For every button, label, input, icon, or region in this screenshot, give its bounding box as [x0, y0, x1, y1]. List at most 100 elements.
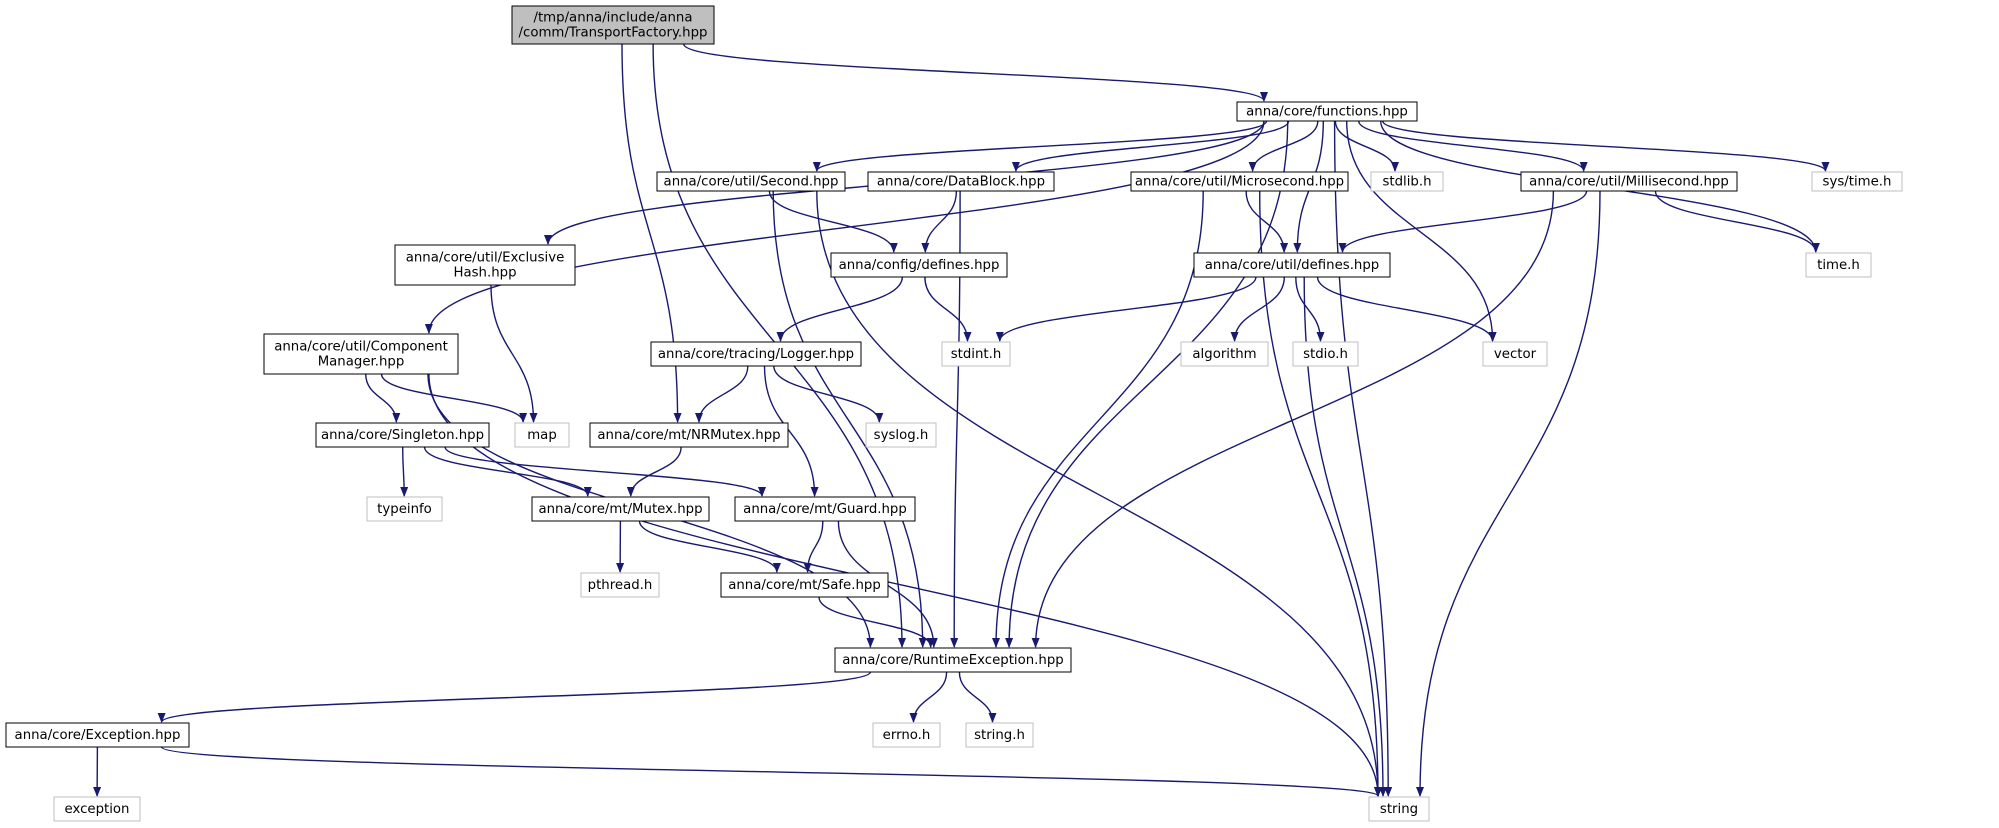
edge-logger-to-syslog: [773, 365, 884, 423]
node-safe[interactable]: anna/core/mt/Safe.hpp: [720, 572, 889, 598]
node-label: /comm/TransportFactory.hpp: [519, 26, 708, 41]
node-root[interactable]: /tmp/anna/include/anna/comm/TransportFac…: [511, 5, 715, 45]
edge-functions-to-string: [1333, 120, 1393, 797]
node-label: anna/core/mt/Guard.hpp: [743, 502, 907, 517]
node-label: stdio.h: [1303, 347, 1348, 362]
node-box: [1370, 171, 1444, 192]
edge-singleton-to-guard: [444, 446, 766, 497]
node-map: map: [514, 422, 570, 448]
node-label: syslog.h: [874, 428, 929, 443]
edges-layer: [93, 43, 1830, 797]
edge-runtimeexception-to-errno: [909, 671, 948, 723]
edge-second-to-configdefines: [768, 190, 898, 253]
node-box: [531, 496, 710, 522]
edge-utildefines-to-string: [1303, 276, 1387, 797]
edge-runtimeexception-to-exception_hpp: [157, 671, 872, 723]
node-timeh: time.h: [1805, 252, 1872, 278]
node-box: [53, 796, 141, 822]
edge-configdefines-to-logger: [776, 276, 903, 342]
node-label: vector: [1494, 347, 1537, 362]
node-box: [1193, 252, 1391, 278]
node-label: time.h: [1817, 258, 1860, 273]
edge-exclusivehash-to-map: [490, 284, 538, 423]
node-box: [1805, 252, 1872, 278]
node-label: string: [1380, 802, 1418, 817]
edge-runtimeexception-to-stringh: [958, 671, 997, 723]
node-label: sys/time.h: [1823, 175, 1892, 190]
edge-millisecond-to-runtimeexception: [1031, 190, 1555, 648]
edge-millisecond-to-timeh: [1654, 190, 1820, 253]
node-label: anna/core/util/Millisecond.hpp: [1529, 175, 1729, 190]
node-systime: sys/time.h: [1811, 171, 1903, 192]
node-logger[interactable]: anna/core/tracing/Logger.hpp: [650, 341, 862, 367]
edge-root-to-functions: [683, 43, 1268, 102]
edge-safe-to-runtimeexception: [818, 596, 935, 648]
node-label: stdint.h: [951, 347, 1002, 362]
node-label: anna/core/Exception.hpp: [15, 728, 181, 743]
node-stringh: string.h: [965, 722, 1034, 748]
node-errno: errno.h: [872, 722, 941, 748]
node-datablock[interactable]: anna/core/DataBlock.hpp: [867, 171, 1055, 192]
node-second[interactable]: anna/core/util/Second.hpp: [656, 171, 846, 192]
node-label: anna/config/defines.hpp: [839, 258, 1000, 273]
node-box: [650, 341, 862, 367]
edge-functions-to-millisecond: [1358, 120, 1588, 172]
node-configdefines[interactable]: anna/config/defines.hpp: [830, 252, 1008, 278]
edge-functions-to-datablock: [1012, 120, 1290, 172]
edge-mutex-to-safe: [638, 520, 781, 573]
node-box: [263, 333, 459, 375]
node-box: [1368, 796, 1430, 822]
node-microsecond[interactable]: anna/core/util/Microsecond.hpp: [1130, 171, 1349, 192]
node-millisecond[interactable]: anna/core/util/Millisecond.hpp: [1520, 171, 1738, 192]
edge-configdefines-to-stdint: [924, 276, 972, 342]
node-nrmutex[interactable]: anna/core/mt/NRMutex.hpp: [589, 422, 789, 448]
node-stdint: stdint.h: [941, 341, 1011, 367]
node-box: [580, 572, 660, 598]
node-box: [734, 496, 916, 522]
node-vector: vector: [1482, 341, 1548, 367]
edge-functions-to-vector: [1346, 120, 1497, 342]
node-label: anna/core/util/defines.hpp: [1205, 258, 1380, 273]
edge-guard-to-safe: [803, 520, 824, 573]
edge-singleton-to-mutex: [423, 446, 592, 497]
node-stdlib: stdlib.h: [1370, 171, 1444, 192]
node-guard[interactable]: anna/core/mt/Guard.hpp: [734, 496, 916, 522]
node-label: anna/core/util/Second.hpp: [664, 175, 839, 190]
node-box: [656, 171, 846, 192]
node-label: map: [527, 428, 557, 443]
edge-millisecond-to-utildefines: [1338, 190, 1588, 253]
node-singleton[interactable]: anna/core/Singleton.hpp: [315, 422, 490, 448]
node-exception-hpp[interactable]: anna/core/Exception.hpp: [5, 722, 190, 748]
node-label: Manager.hpp: [318, 355, 405, 370]
edge-nrmutex-to-mutex: [626, 446, 682, 497]
node-box: [514, 422, 570, 448]
node-mutex[interactable]: anna/core/mt/Mutex.hpp: [531, 496, 710, 522]
node-box: [867, 171, 1055, 192]
node-box: [965, 722, 1034, 748]
node-stdio: stdio.h: [1292, 341, 1359, 367]
node-utildefines[interactable]: anna/core/util/defines.hpp: [1193, 252, 1391, 278]
node-runtimeexception[interactable]: anna/core/RuntimeException.hpp: [834, 647, 1072, 673]
edge-singleton-to-typeinfo: [400, 446, 409, 497]
edge-microsecond-to-string: [1259, 190, 1382, 797]
node-box: [830, 252, 1008, 278]
node-box: [720, 572, 889, 598]
node-label: string.h: [974, 728, 1025, 743]
node-functions[interactable]: anna/core/functions.hpp: [1236, 101, 1418, 122]
node-box: [1180, 341, 1269, 367]
node-label: /tmp/anna/include/anna: [533, 11, 692, 26]
node-box: [834, 647, 1072, 673]
edge-componentmanager-to-string: [428, 373, 1382, 797]
node-exception: exception: [53, 796, 141, 822]
node-box: [872, 722, 941, 748]
node-box: [941, 341, 1011, 367]
edge-functions-to-microsecond: [1248, 120, 1319, 172]
edge-microsecond-to-utildefines: [1245, 190, 1289, 253]
node-string: string: [1368, 796, 1430, 822]
edge-utildefines-to-algorithm: [1230, 276, 1285, 342]
node-box: [1482, 341, 1548, 367]
edge-functions-to-systime: [1382, 120, 1830, 172]
